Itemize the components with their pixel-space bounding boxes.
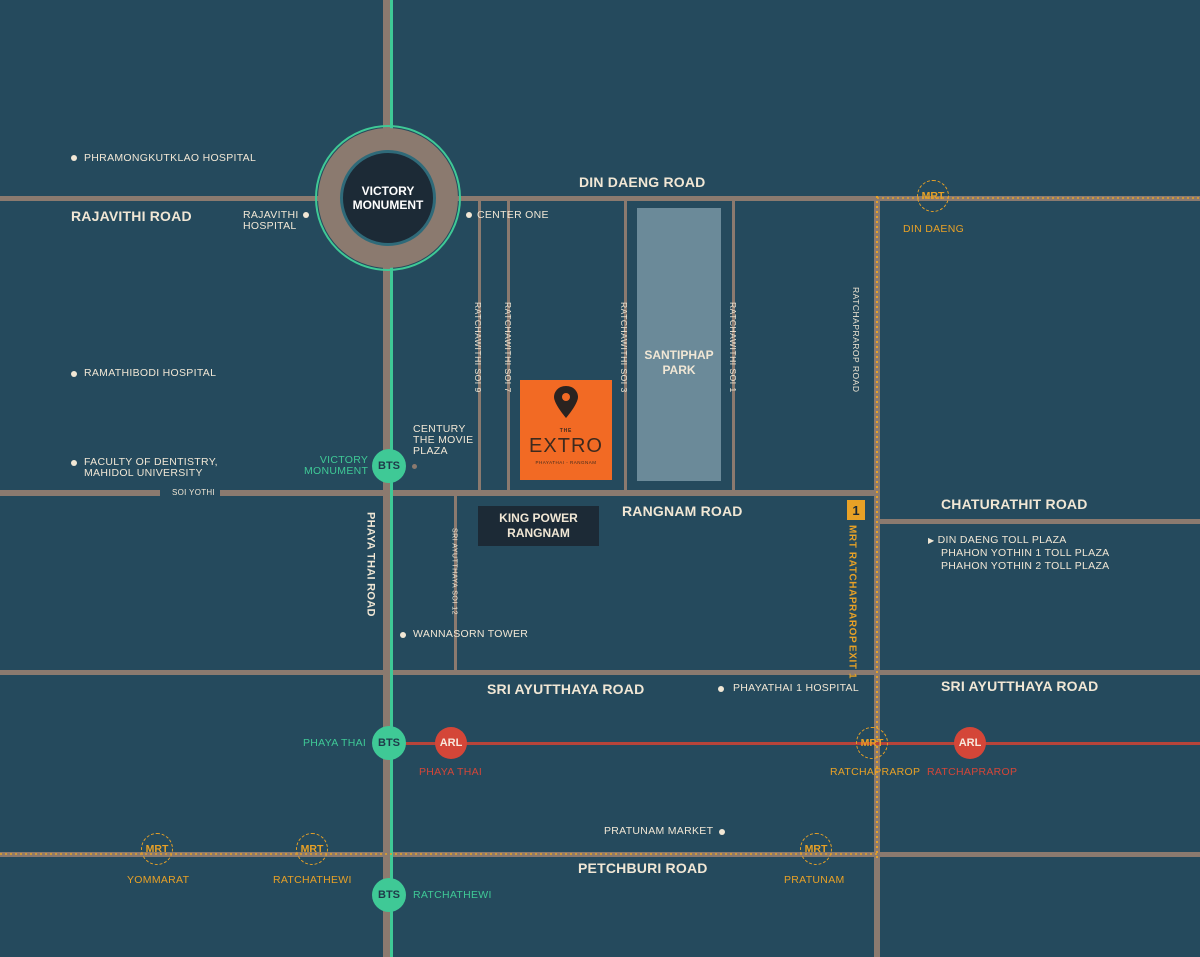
sri-ayutthaya-road-label: SRI AYUTTHAYA ROAD [487,681,645,697]
arl-phaya-thai-label: PHAYA THAI [419,766,483,778]
phramongkutklao-hospital-label: PHRAMONGKUTKLAO HOSPITAL [84,152,257,164]
rajavithi-hospital-dot [303,212,309,218]
sri-ayutthaya-road-label-east: SRI AYUTTHAYA ROAD [941,678,1099,694]
ratchaprarop-road-label: RATCHAPRAROP ROAD [850,287,861,393]
ramathibodi-dot [71,371,77,377]
rangnam-road-label: RANGNAM ROAD [622,503,743,519]
toll-plaza-item: PHAHON YOTHIN 1 TOLL PLAZA [941,547,1110,560]
ratchawithi-soi7-label: RATCHAWITHI SOI 7 [502,302,513,393]
bts-ratchathewi-icon[interactable]: BTS [372,878,406,912]
triangle-right-icon: ▶ [928,536,935,545]
project-subtitle: PHAYATHAI - RANGNAM [535,460,597,465]
mrt-pratunam-label: PRATUNAM [784,874,845,886]
mrt-pratunam-icon[interactable]: MRT [800,833,832,865]
arl-ratchaprarop-label: RATCHAPRAROP [927,766,1018,778]
phramongkutklao-dot [71,155,77,161]
ratchawithi-soi3-label: RATCHAWITHI SOI 3 [618,302,629,393]
center-one-dot [466,212,472,218]
wannasorn-tower-label: WANNASORN TOWER [413,628,529,640]
mrt-yommarat-label: YOMMARAT [127,874,190,886]
mrt-ratchathewi-icon[interactable]: MRT [296,833,328,865]
din-daeng-road [0,196,1200,201]
toll-plaza-item: PHAHON YOTHIN 2 TOLL PLAZA [941,560,1110,573]
soi-yothi-gap [160,489,220,497]
faculty-of-dentistry-label: FACULTY OF DENTISTRY, MAHIDOL UNIVERSITY [84,456,218,480]
arl-phaya-thai-icon[interactable]: ARL [435,727,467,759]
phayathai1-dot [718,686,724,692]
chaturathit-road-label: CHATURATHIT ROAD [941,496,1088,512]
park-label: SANTIPHAP PARK [644,348,714,377]
bts-phaya-thai-icon[interactable]: BTS [372,726,406,760]
victory-monument-label: VICTORY MONUMENT [340,150,436,246]
mrt-exit-1-badge: 1 [847,500,865,520]
century-dot [412,464,417,469]
rajavithi-road-label: RAJAVITHI ROAD [71,208,192,224]
ratchawithi-soi1-line [732,200,735,490]
century-the-movie-plaza-label: CENTURY THE MOVIE PLAZA [413,423,474,458]
mrt-din-daeng-label: DIN DAENG [903,223,965,235]
ratchawithi-soi9-line [478,200,481,490]
bts-phaya-thai-label: PHAYA THAI [303,737,367,749]
mrt-ratchathewi-label: RATCHATHEWI [273,874,352,886]
sri-ayutthaya-soi12-line [454,496,457,670]
mrt-exit-1-label: MRT RATCHAPRAROP EXIT 1 [846,525,858,680]
ratchawithi-soi1-label: RATCHAWITHI SOI 1 [727,302,738,393]
soi-yothi-label: SOI YOTHI [172,488,216,497]
dentistry-dot [71,460,77,466]
ratchawithi-soi7-line [507,200,510,490]
the-extro-project-marker[interactable]: THE EXTRO PHAYATHAI - RANGNAM [520,380,612,480]
victory-monument-roundabout: VICTORY MONUMENT [318,128,458,268]
ratchawithi-soi9-label: RATCHAWITHI SOI 9 [472,302,483,393]
bts-victory-monument-icon[interactable]: BTS [372,449,406,483]
mrt-ratchaprarop-icon[interactable]: MRT [856,727,888,759]
bts-victory-monument-label: VICTORY MONUMENT [304,454,369,478]
din-daeng-road-label: DIN DAENG ROAD [579,174,706,190]
project-prefix: THE [559,428,573,434]
rangnam-road [0,490,875,496]
toll-plaza-item: ▶ DIN DAENG TOLL PLAZA [928,534,1067,546]
project-name: EXTRO [529,435,603,457]
phayathai-1-hospital-label: PHAYATHAI 1 HOSPITAL [733,682,860,694]
mrt-din-daeng-icon[interactable]: MRT [917,180,949,212]
petchburi-road-label: PETCHBURI ROAD [578,860,708,876]
pratunam-market-dot [719,829,725,835]
pratunam-market-label: PRATUNAM MARKET [604,825,714,837]
center-one-label: CENTER ONE [477,209,549,221]
sri-ayutthaya-road [0,670,1200,675]
ramathibodi-hospital-label: RAMATHIBODI HOSPITAL [84,367,217,379]
ratchawithi-soi3-line [624,200,627,490]
map-pin-icon [554,386,578,418]
arl-ratchaprarop-icon[interactable]: ARL [954,727,986,759]
phaya-thai-road-label: PHAYA THAI ROAD [364,512,377,617]
mrt-ratchaprarop-label: RATCHAPRAROP [830,766,921,778]
arl-line [390,742,1200,745]
chaturathit-road [878,519,1200,524]
wannasorn-dot [400,632,406,638]
mrt-yommarat-icon[interactable]: MRT [141,833,173,865]
sri-ayutthaya-soi12-label: SRI AYUTTHAYA SOI 12 [450,528,458,616]
santiphap-park: SANTIPHAP PARK [637,208,721,481]
rajavithi-hospital-label: RAJAVITHI HOSPITAL [243,209,299,233]
toll-plaza-list: ▶ DIN DAENG TOLL PLAZA PHAHON YOTHIN 1 T… [928,534,1109,573]
king-power-rangnam-label: KING POWER RANGNAM [478,506,599,546]
bts-ratchathewi-label: RATCHATHEWI [413,889,492,901]
